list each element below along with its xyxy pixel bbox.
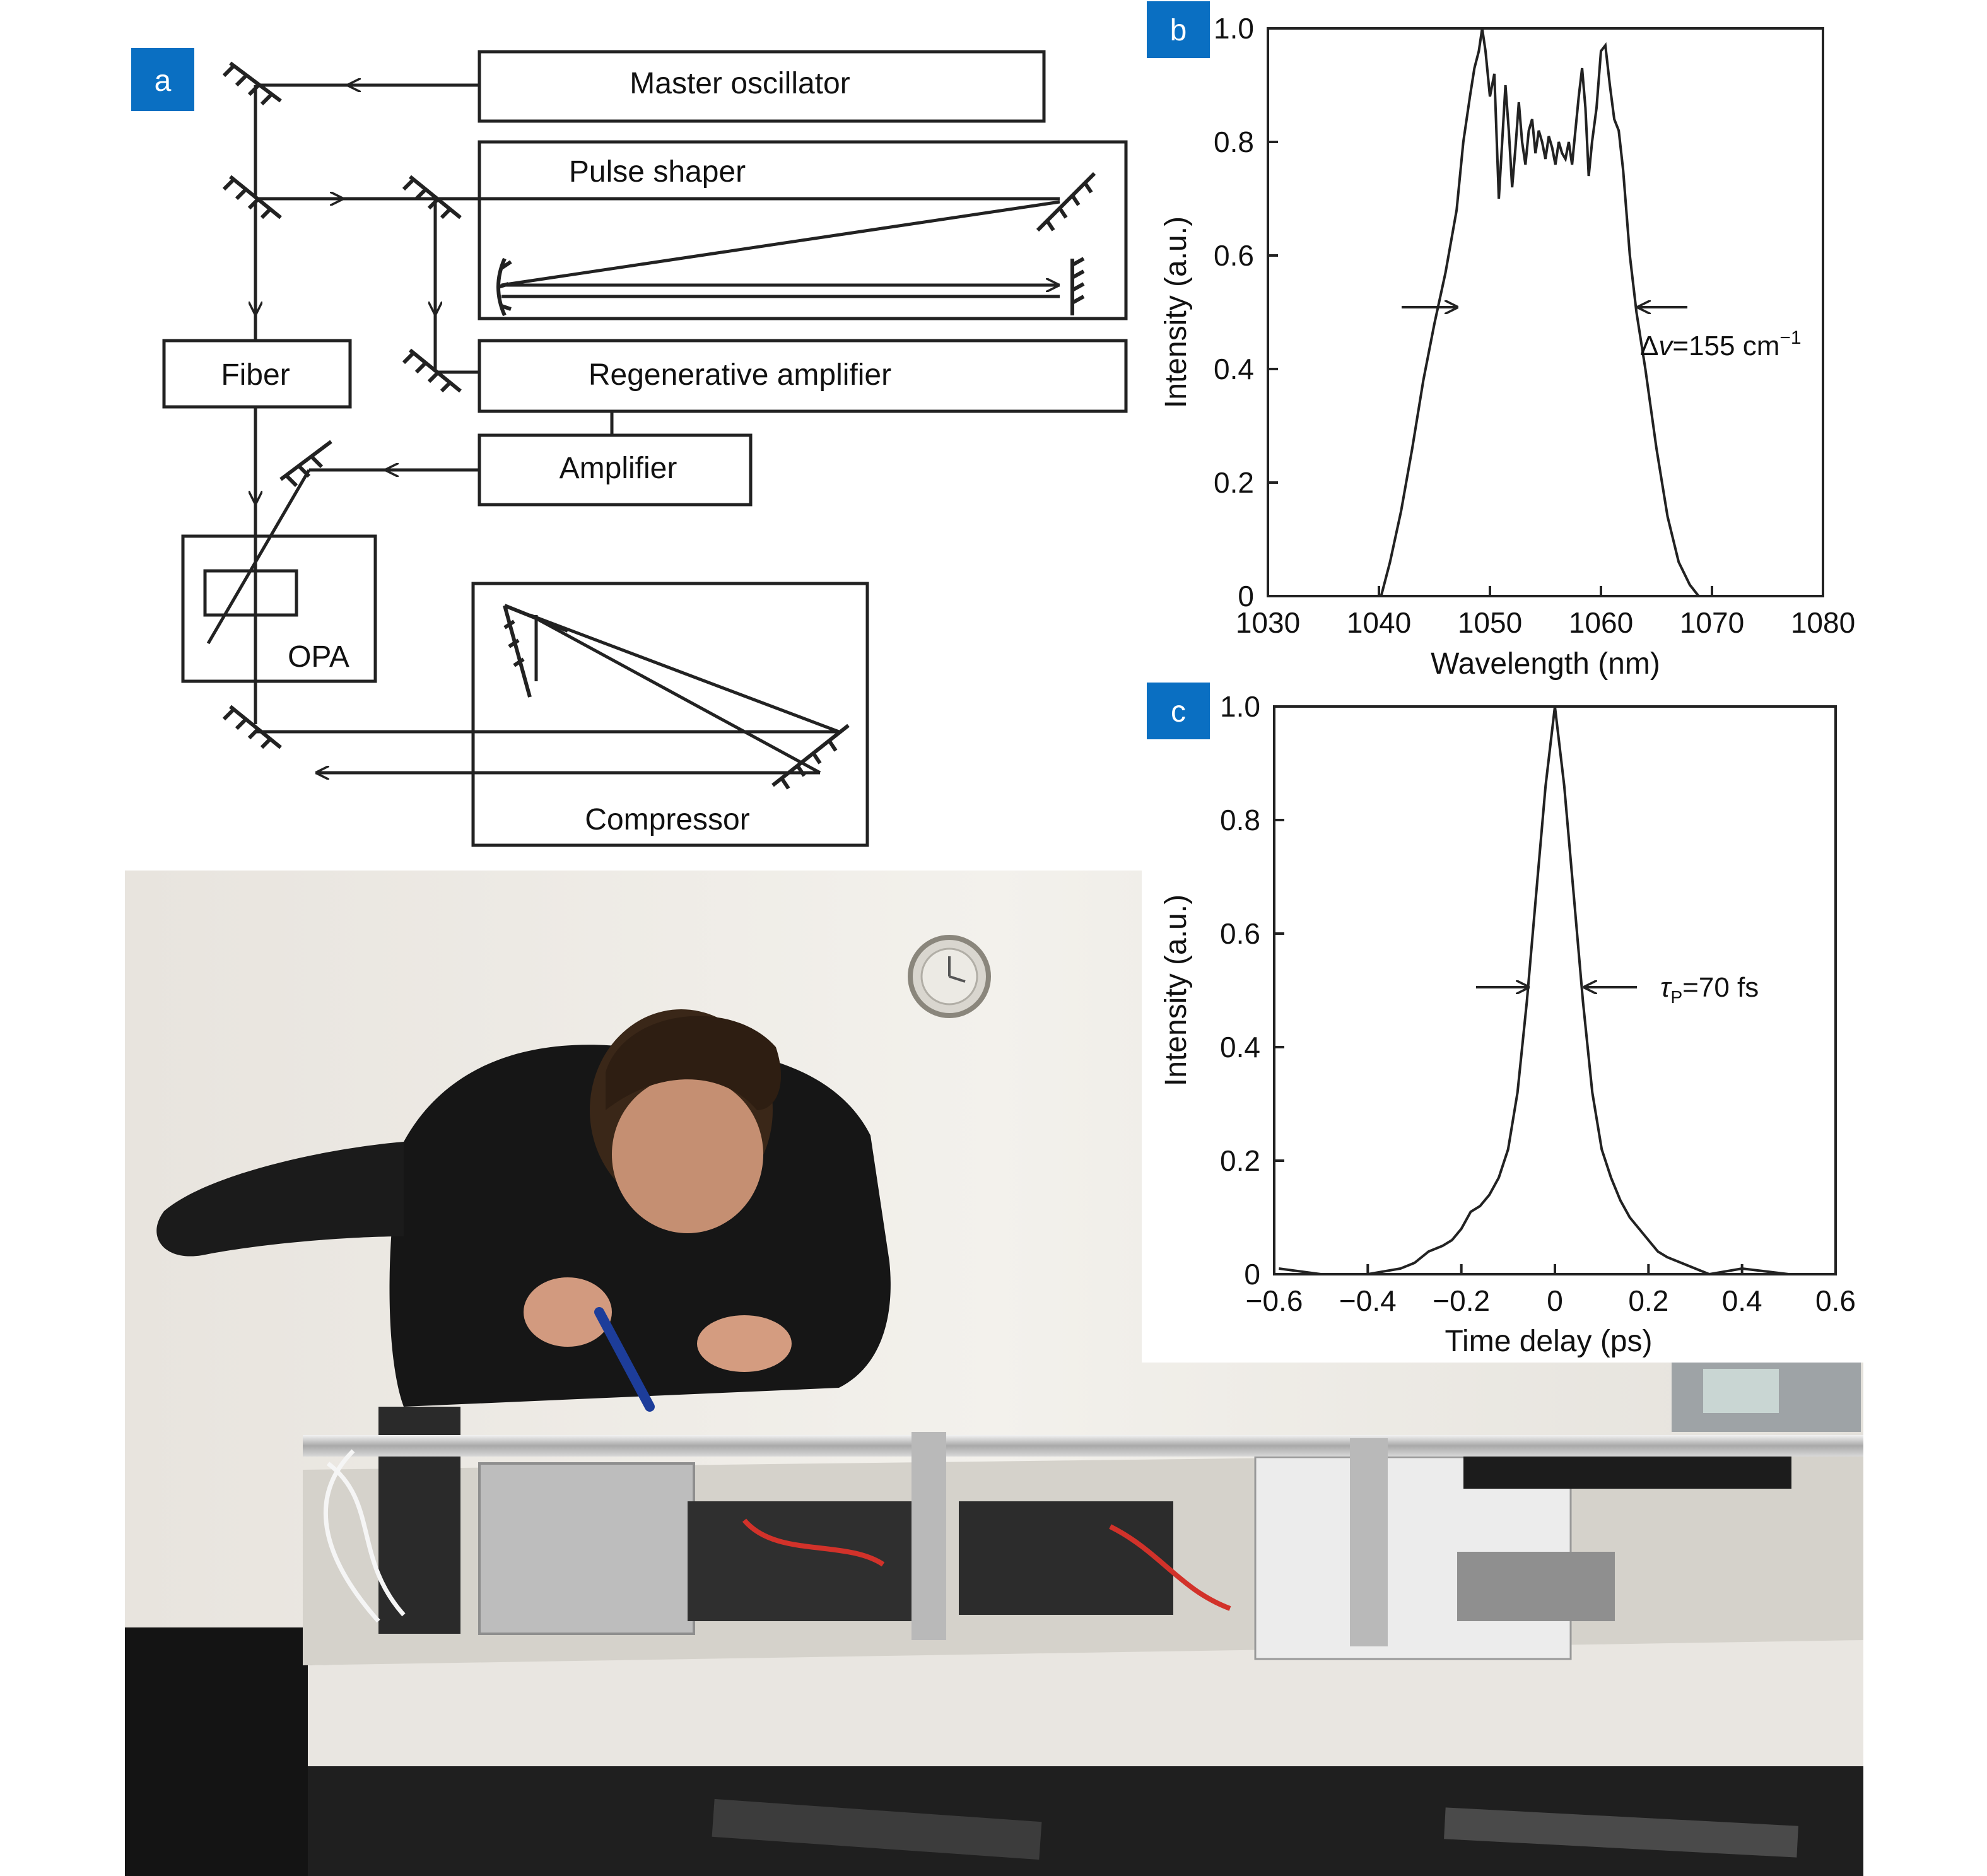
- c-x-tick-label: −0.4: [1339, 1284, 1397, 1317]
- badge-b-text: b: [1170, 14, 1187, 47]
- c-x-tick-label: 0.4: [1722, 1284, 1762, 1317]
- optical-rail: [303, 1435, 1863, 1457]
- screwdriver: [594, 1307, 655, 1412]
- b-y-tick-label: 0.2: [1214, 466, 1254, 499]
- opa-label: OPA: [288, 640, 349, 674]
- c-y-tick-label: 0: [1244, 1258, 1260, 1291]
- wall-clock: [908, 935, 991, 1018]
- c-y-axis-label: Intensity (a.u.): [1159, 894, 1193, 1086]
- b-y-tick-label: 0.8: [1214, 126, 1254, 158]
- b-x-tick-label: 1080: [1791, 606, 1855, 639]
- opa-crystal: [203, 569, 298, 617]
- b-y-tick-label: 0.6: [1214, 239, 1254, 272]
- mirror-icon: [279, 440, 332, 488]
- c-y-tick-label: 0.2: [1220, 1144, 1260, 1177]
- c-autocorrelation-line: [1279, 706, 1831, 1276]
- grating-icon: [1036, 172, 1096, 232]
- mirror-icon: [222, 175, 282, 220]
- b-bandwidth-annotation: Δv=155 cm−1: [1640, 327, 1802, 361]
- b-y-tick-label: 0.4: [1214, 353, 1254, 385]
- c-x-tick-label: 0.6: [1815, 1284, 1856, 1317]
- regenerative-amplifier-box: [478, 339, 1128, 413]
- laser-enclosure-front: [303, 1627, 1863, 1766]
- b-x-axis-label: Wavelength (nm): [1431, 647, 1660, 681]
- badge-b: [1147, 1, 1210, 58]
- b-x-tick-label: 1050: [1458, 606, 1522, 639]
- panel-a-labels: a Master oscillator Pulse shaper Fiber R…: [131, 48, 891, 836]
- badge-c-text: c: [1171, 695, 1186, 729]
- opa-box: [181, 534, 377, 683]
- roof-mirror-icon: [503, 604, 569, 698]
- mirror-icon: [402, 348, 462, 393]
- chart-c: c −0.6 −0.4 −0.2 0 0.2 0.4 0.6 0 0.2 0.4 0.6 0.8 1.0…: [1147, 683, 1856, 1358]
- b-x-tick-label: 1060: [1569, 606, 1633, 639]
- c-y-tick-label: 0.8: [1220, 804, 1260, 836]
- compressor-box: [471, 582, 869, 847]
- b-spectrum-line: [1380, 28, 1700, 597]
- plot-frame-b: [1267, 27, 1824, 597]
- c-x-axis-label: Time delay (ps): [1445, 1325, 1653, 1358]
- panel-c-background: [1142, 681, 1867, 1363]
- regenerative-amplifier-label: Regenerative amplifier: [589, 358, 891, 392]
- mirror-icon: [402, 175, 462, 220]
- c-x-tick-label: −0.2: [1433, 1284, 1490, 1317]
- c-pulse-width-annotation: τP=70 fs: [1660, 972, 1759, 1007]
- panel-a-schematic: [162, 50, 1128, 847]
- c-x-tick-label: 0.2: [1628, 1284, 1668, 1317]
- b-x-tick-label: 1040: [1347, 606, 1411, 639]
- master-oscillator-label: Master oscillator: [630, 67, 850, 100]
- pulse-shaper-label: Pulse shaper: [569, 155, 746, 189]
- c-y-tick-label: 0.6: [1220, 917, 1260, 950]
- b-y-axis-label: Intensity (a.u.): [1159, 216, 1193, 408]
- b-y-tick-label: 1.0: [1214, 12, 1254, 45]
- c-y-tick-label: 0.4: [1220, 1031, 1260, 1064]
- mirror-icon: [222, 61, 282, 106]
- retro-mirror-icon: [1070, 257, 1085, 315]
- amplifier-label: Amplifier: [560, 452, 677, 485]
- c-ticks: −0.6 −0.4 −0.2 0 0.2 0.4 0.6 0 0.2 0.4 0.6 0.8 1.0: [1220, 690, 1856, 1317]
- badge-c: [1147, 683, 1210, 739]
- compressor-label: Compressor: [585, 803, 749, 836]
- c-y-tick-label: 1.0: [1220, 690, 1260, 723]
- mirror-icon: [222, 705, 282, 749]
- b-x-tick-label: 1070: [1680, 606, 1744, 639]
- badge-a: [131, 48, 194, 111]
- c-x-tick-label: −0.6: [1246, 1284, 1303, 1317]
- c-x-tick-label: 0: [1547, 1284, 1563, 1317]
- curved-mirror-icon: [496, 257, 512, 317]
- gray-module: [478, 1462, 695, 1635]
- panel-b: [1142, 0, 1855, 681]
- pulse-shaper-box: [478, 140, 1128, 320]
- badge-a-text: a: [155, 64, 172, 98]
- grating-icon: [771, 724, 850, 790]
- panel-c: [1142, 681, 1867, 1363]
- b-ticks: 1030 1040 1050 1060 1070 1080 0 0.2 0.4 0.6 0.8 1.0: [1214, 12, 1855, 639]
- b-x-tick-label: 1030: [1236, 606, 1300, 639]
- b-y-tick-label: 0: [1238, 580, 1254, 613]
- person-technician: [156, 1009, 891, 1412]
- fiber-label: Fiber: [221, 358, 290, 392]
